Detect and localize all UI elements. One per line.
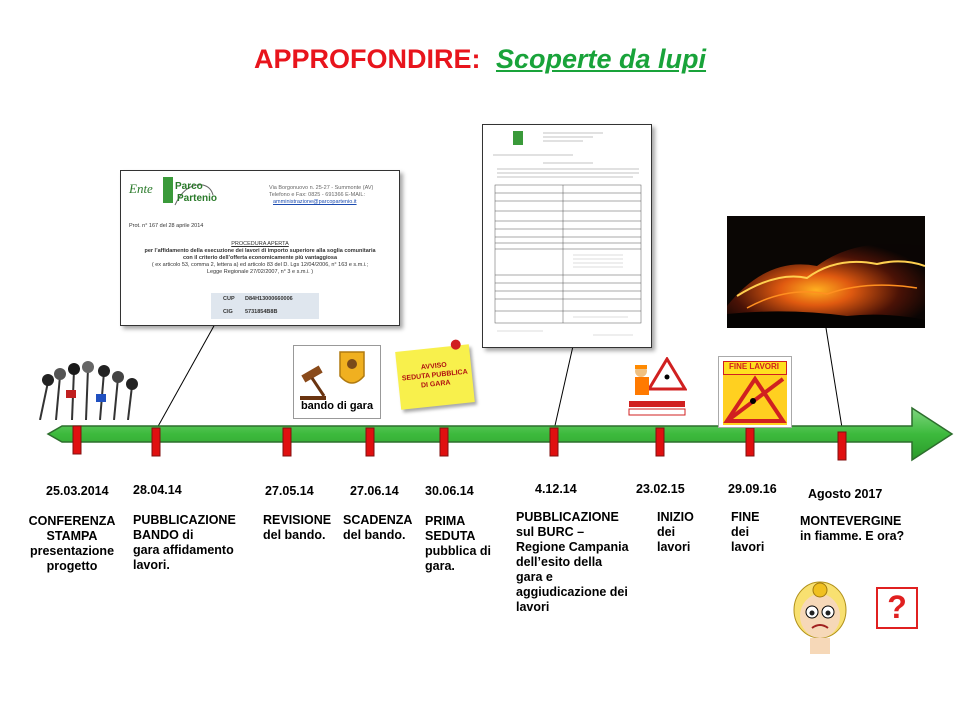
doc1-cup-label: CUP xyxy=(223,296,235,302)
marker-8 xyxy=(745,427,755,457)
doc1-cig-value: 5731854B8B xyxy=(245,309,278,315)
road-work-image xyxy=(627,357,687,419)
marker-9 xyxy=(837,431,847,461)
timeline-markers xyxy=(72,425,847,461)
event-7-desc: INIZIO dei lavori xyxy=(657,510,694,554)
doc1-logo-parco: Parco xyxy=(175,181,203,192)
callout-line-bando xyxy=(155,323,216,431)
event-3-date: 27.05.14 xyxy=(265,484,314,498)
timeline-arrow xyxy=(46,406,954,462)
page-title: APPROFONDIRE: Scoperte da lupi xyxy=(0,44,960,75)
question-mark-icon: ? xyxy=(876,587,918,629)
bando-di-gara-image: bando di gara xyxy=(293,345,381,419)
marker-4 xyxy=(365,427,375,457)
event-9-desc: MONTEVERGINE in fiamme. E ora? xyxy=(800,514,905,543)
doc1-cup-value: D84H13000660006 xyxy=(245,296,293,302)
event-1-desc: CONFERENZA STAMPA presentazione progetto xyxy=(28,514,116,573)
worried-face-icon xyxy=(793,581,847,654)
warning-sign-icon xyxy=(723,375,787,425)
microphones-image xyxy=(26,360,142,420)
marker-7 xyxy=(655,427,665,457)
doc1-line4: Legge Regionale 27/02/2007, n° 3 e s.m.i… xyxy=(206,269,314,275)
road-worker-icon xyxy=(628,357,687,416)
event-4-date: 27.06.14 xyxy=(350,484,399,498)
burc-document-graphic xyxy=(493,131,642,336)
event-6-desc: PUBBLICAZIONE sul BURC – Regione Campani… xyxy=(516,510,629,614)
title-subtitle: Scoperte da lupi xyxy=(495,44,707,74)
fire-photo-graphic xyxy=(727,216,925,328)
pin-icon xyxy=(450,339,462,351)
worried-face-image xyxy=(790,576,850,658)
event-5-date: 30.06.14 xyxy=(425,484,474,498)
doc1-prot: Prot. n° 167 del 28 aprile 2014 xyxy=(129,223,204,229)
marker-3 xyxy=(282,427,292,457)
marker-2 xyxy=(151,427,161,457)
event-2-desc: PUBBLICAZIONE BANDO di gara affidamento … xyxy=(133,513,236,572)
marker-6 xyxy=(549,427,559,457)
doc1-line2: con il criterio dell’offerta economicame… xyxy=(182,255,338,261)
fine-lavori-banner xyxy=(723,361,787,375)
doc1-phone: Telefono e Fax: 0825 - 691366 E-MAIL: xyxy=(269,192,366,198)
avviso-note-text: AVVISO SEDUTA PUBBLICA DI GARA xyxy=(401,361,469,390)
doc1-cig-label: CIG xyxy=(223,309,233,315)
parco-logo-icon xyxy=(163,177,214,206)
doc1-logo-ente: Ente xyxy=(129,181,153,196)
doc1-line1: per l’affidamento della esecuzione dei l… xyxy=(144,248,376,254)
fire-photo xyxy=(727,216,925,328)
event-1-date: 25.03.2014 xyxy=(46,484,109,498)
event-8-desc: FINE dei lavori xyxy=(731,510,765,554)
question-mark-text: ? xyxy=(887,589,907,625)
marker-5 xyxy=(439,427,449,457)
event-7-date: 23.02.15 xyxy=(636,482,685,496)
event-9-date: Agosto 2017 xyxy=(808,487,883,501)
callout-line-burc xyxy=(553,345,574,431)
event-5-desc: PRIMA SEDUTA pubblica di gara. xyxy=(425,514,491,573)
callout-line-fire xyxy=(825,327,844,435)
fine-lavori-sign: FINE LAVORI xyxy=(718,356,792,428)
doc1-cup-cig-box xyxy=(211,293,319,319)
title-prefix: APPROFONDIRE: xyxy=(253,44,481,74)
bando-document: Ente Parco Partenio Via Borgonuovo n. 25… xyxy=(120,170,400,326)
doc1-email: amministrazione@parcopartenio.it xyxy=(273,199,357,205)
event-2-date: 28.04.14 xyxy=(133,483,182,497)
gavel-icon xyxy=(300,351,365,400)
doc1-address: Via Borgonuovo n. 25-27 - Summonte (AV) xyxy=(269,185,374,191)
bando-di-gara-label: bando di gara xyxy=(300,400,374,412)
event-8-date: 29.09.16 xyxy=(728,482,777,496)
fine-lavori-label: FINE LAVORI xyxy=(728,362,780,371)
burc-document xyxy=(482,124,652,348)
question-box-graphic xyxy=(876,587,918,629)
event-6-date: 4.12.14 xyxy=(535,482,577,496)
doc1-line3: ( ex articolo 53, comma 2, lettera a) ed… xyxy=(151,262,369,268)
doc1-heading: PROCEDURA APERTA xyxy=(231,241,289,247)
avviso-sticky-note: AVVISO SEDUTA PUBBLICA DI GARA xyxy=(395,339,475,410)
event-3-desc: REVISIONE del bando. xyxy=(263,513,332,542)
microphones-icon xyxy=(39,361,138,420)
event-4-desc: SCADENZA del bando. xyxy=(343,513,413,542)
doc1-logo-partenio: Partenio xyxy=(177,193,218,204)
marker-1 xyxy=(72,425,82,455)
